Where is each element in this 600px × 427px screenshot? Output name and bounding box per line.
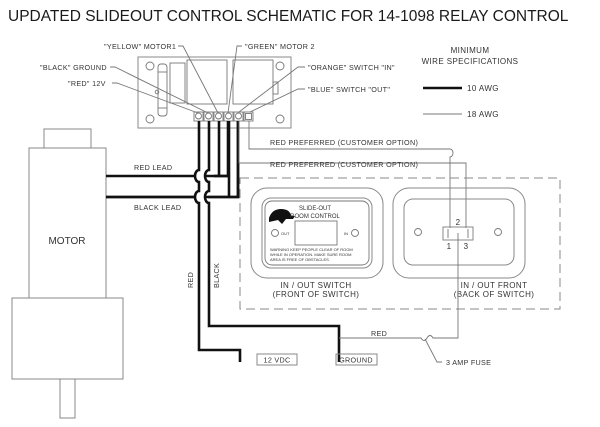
black-vertical-label: BLACK [212, 263, 221, 288]
front-switch-bezel [250, 187, 384, 279]
relay-board [137, 56, 292, 129]
terminal-ground-label: GROUND [339, 356, 373, 365]
out-label: OUT [281, 231, 290, 236]
front-switch: SLIDE-OUT ROOM CONTROL OUT IN WARNING KE… [250, 187, 384, 299]
motor-shaft [59, 378, 76, 419]
red-preferred-label-2: RED PREFERRED (CUSTOMER OPTION) [270, 160, 418, 169]
mount-hole [275, 61, 285, 71]
rocker-switch-window [294, 220, 338, 246]
board-fuse [157, 63, 168, 117]
legend-item-18awg: 18 AWG [467, 110, 499, 119]
relay-callouts: "YELLOW" MOTOR1 "GREEN" MOTOR 2 "BLACK" … [40, 42, 395, 114]
terminal-2-label: 2 [456, 218, 461, 227]
out-indicator-icon [271, 229, 279, 237]
fuse-label: 3 AMP FUSE [446, 358, 491, 367]
relay-2 [232, 59, 274, 105]
blue-switch-out-wire [248, 121, 454, 228]
warning-line-3: AREA IS FREE OF OBSTACLES [270, 257, 329, 262]
front-switch-caption-1: IN / OUT SWITCH [280, 281, 351, 290]
in-label: IN [344, 231, 348, 236]
terminal-strip [193, 111, 254, 122]
plate-title-1: SLIDE-OUT [299, 206, 331, 212]
red-vertical-label: RED [186, 272, 195, 288]
leader-line [249, 88, 305, 113]
diagram-title: UPDATED SLIDEOUT CONTROL SCHEMATIC FOR 1… [8, 8, 569, 25]
slideout-logo-icon [269, 209, 295, 224]
front-switch-caption-2: (FRONT OF SWITCH) [273, 290, 360, 299]
mount-hole [414, 228, 422, 236]
callout-yellow-motor1: "YELLOW" MOTOR1 [104, 42, 176, 51]
terminal-3-label: 3 [464, 242, 469, 251]
terminal-screw [225, 112, 232, 120]
orange-switch-in-wire [238, 121, 467, 228]
black-lead-wire-segment [106, 121, 240, 199]
legend-heading-2: WIRE SPECIFICATIONS [422, 57, 519, 66]
relay-1 [186, 59, 228, 105]
legend-heading-1: MINIMUM [451, 46, 490, 55]
callout-black-ground: "BLACK" GROUND [40, 63, 107, 72]
in-indicator-icon [351, 229, 359, 237]
callout-red-12v: "RED" 12V [68, 79, 106, 88]
switch-enclosure [239, 177, 561, 310]
mount-hole [145, 114, 155, 124]
relay-coil [169, 62, 186, 104]
leader-line [178, 45, 219, 114]
motor-cap [43, 128, 92, 149]
red-12v-wire [193, 121, 242, 362]
front-switch-plate [261, 197, 373, 269]
fuse-leader-line [424, 338, 442, 363]
motor: MOTOR [11, 128, 124, 419]
red-lead-label: RED LEAD [134, 163, 172, 172]
callout-orange-switch-in: "ORANGE" SWITCH "IN" [308, 63, 395, 72]
terminal-screw [235, 112, 242, 120]
terminal-ground [335, 353, 378, 366]
back-switch-plate [403, 198, 515, 266]
terminal-screw [215, 112, 222, 120]
warning-line-1: WARNING KEEP PEOPLE CLEAR OF ROOM [270, 247, 353, 252]
back-switch-caption-1: IN / OUT FRONT [461, 281, 528, 290]
mount-hole [494, 228, 502, 236]
back-switch-caption-2: (BACK OF SWITCH) [454, 290, 535, 299]
leader-line [227, 45, 242, 114]
board-dot [154, 89, 160, 95]
terminal-1-label: 1 [447, 242, 452, 251]
back-switch-bezel [392, 187, 526, 279]
terminal-12vdc-label: 12 VDC [264, 356, 291, 365]
board-component [272, 81, 279, 95]
red-bottom-label: RED [371, 329, 387, 338]
callout-green-motor2: "GREEN" MOTOR 2 [245, 42, 315, 51]
black-ground-wire [203, 121, 341, 362]
front-switch-plate-inner [264, 200, 370, 266]
terminal-screw [195, 112, 202, 120]
back-switch: 2 1 3 IN / OUT FRONT (BACK OF SWITCH) [392, 187, 535, 299]
callout-blue-switch-out: "BLUE" SWITCH "OUT" [308, 85, 390, 94]
leader-line [238, 66, 305, 113]
mount-hole [145, 61, 155, 71]
terminal-12vdc [256, 353, 298, 366]
terminal-screw [205, 112, 212, 120]
black-lead-label: BLACK LEAD [134, 203, 181, 212]
terminal-screw [245, 113, 252, 120]
plate-title-2: ROOM CONTROL [290, 214, 340, 220]
warning-line-2: WHILE IN OPERATION. MAKE SURE ROOM [270, 252, 352, 257]
terminal [243, 111, 254, 122]
red-preferred-label-1: RED PREFERRED (CUSTOMER OPTION) [270, 138, 418, 147]
leader-line [110, 66, 209, 114]
motor-label: MOTOR [48, 236, 85, 247]
relay-board-outline [137, 56, 292, 129]
motor-gearbox [11, 297, 124, 380]
motor-body [28, 147, 107, 299]
wire-legend: MINIMUM WIRE SPECIFICATIONS 10 AWG 18 AW… [422, 46, 519, 119]
mount-hole [275, 114, 285, 124]
leader-line [112, 82, 199, 114]
red-fused-wire [339, 233, 459, 341]
legend-item-10awg: 10 AWG [467, 84, 499, 93]
